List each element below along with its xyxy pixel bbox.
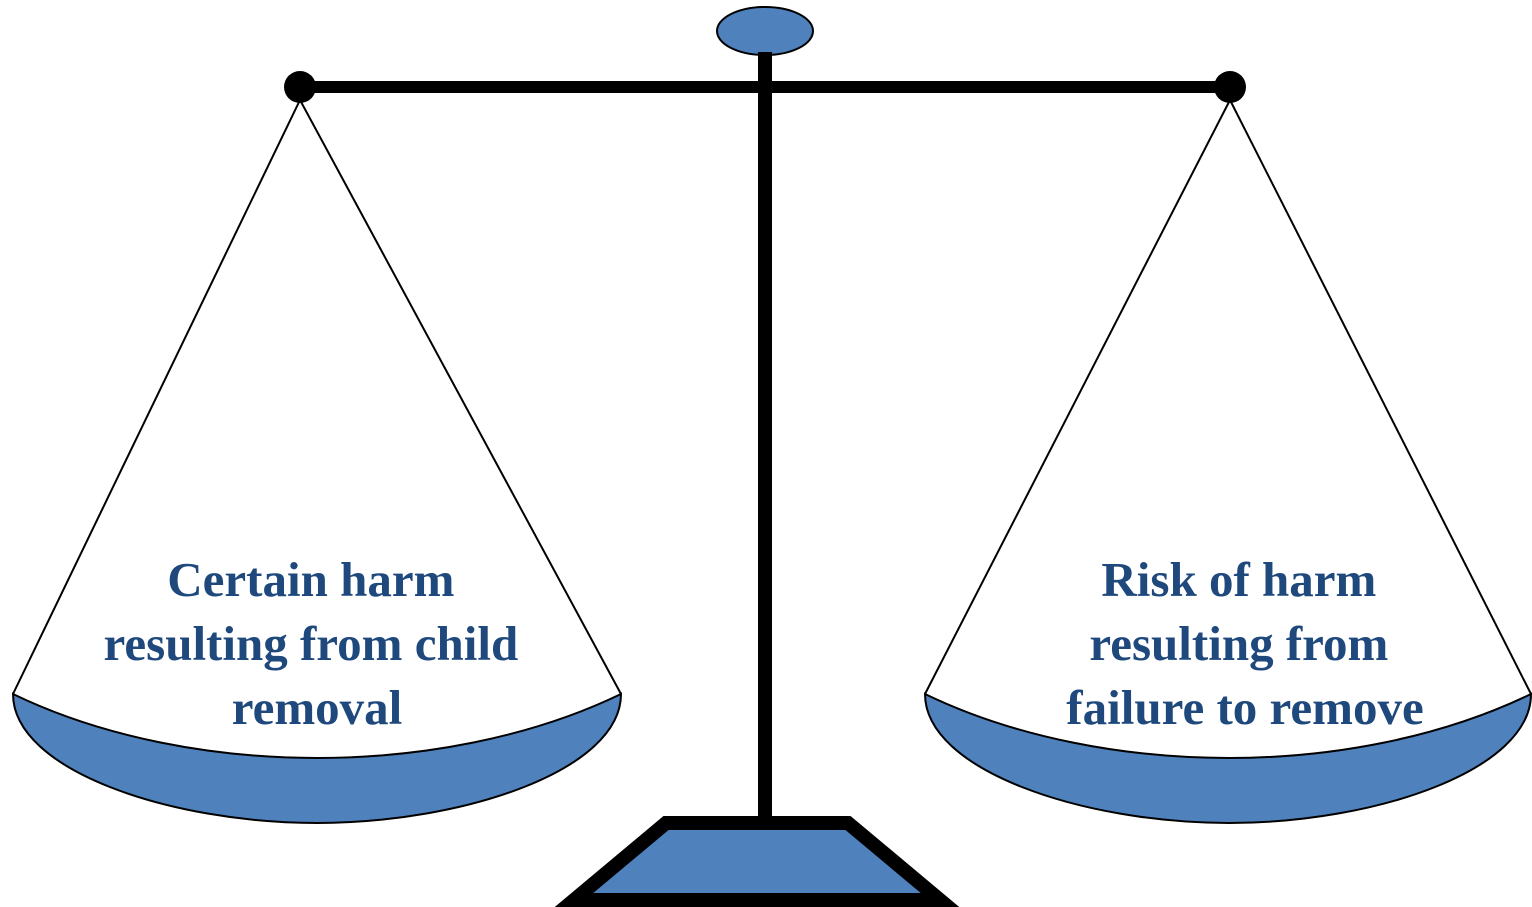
left-pan-string-left [12,99,301,695]
right-pan-label-line-3: failure to remove [1066,680,1423,735]
left-pan-string-right [299,99,622,695]
right-pan-string-right [1229,99,1532,695]
beam-right-end [1214,71,1246,103]
beam-left-end [284,71,316,103]
left-pan-label: Certain harm resulting from child remova… [104,552,531,735]
scale-base [554,816,960,907]
right-pan-bowl [923,692,1532,825]
right-pan-label-line-1: Risk of harm [1101,552,1376,607]
left-pan-label-line-1: Certain harm [167,552,454,607]
right-pan-string-left [924,99,1231,695]
left-pan: Certain harm resulting from child remova… [11,99,623,825]
top-knob [716,6,814,56]
left-pan-label-line-2: resulting from child [104,616,519,671]
right-pan-label-line-2: resulting from [1089,616,1388,671]
right-pan: Risk of harm resulting from failure to r… [923,99,1532,825]
right-pan-label: Risk of harm resulting from failure to r… [1066,552,1423,735]
left-pan-bowl [11,692,623,825]
left-pan-label-line-3: removal [232,680,403,735]
